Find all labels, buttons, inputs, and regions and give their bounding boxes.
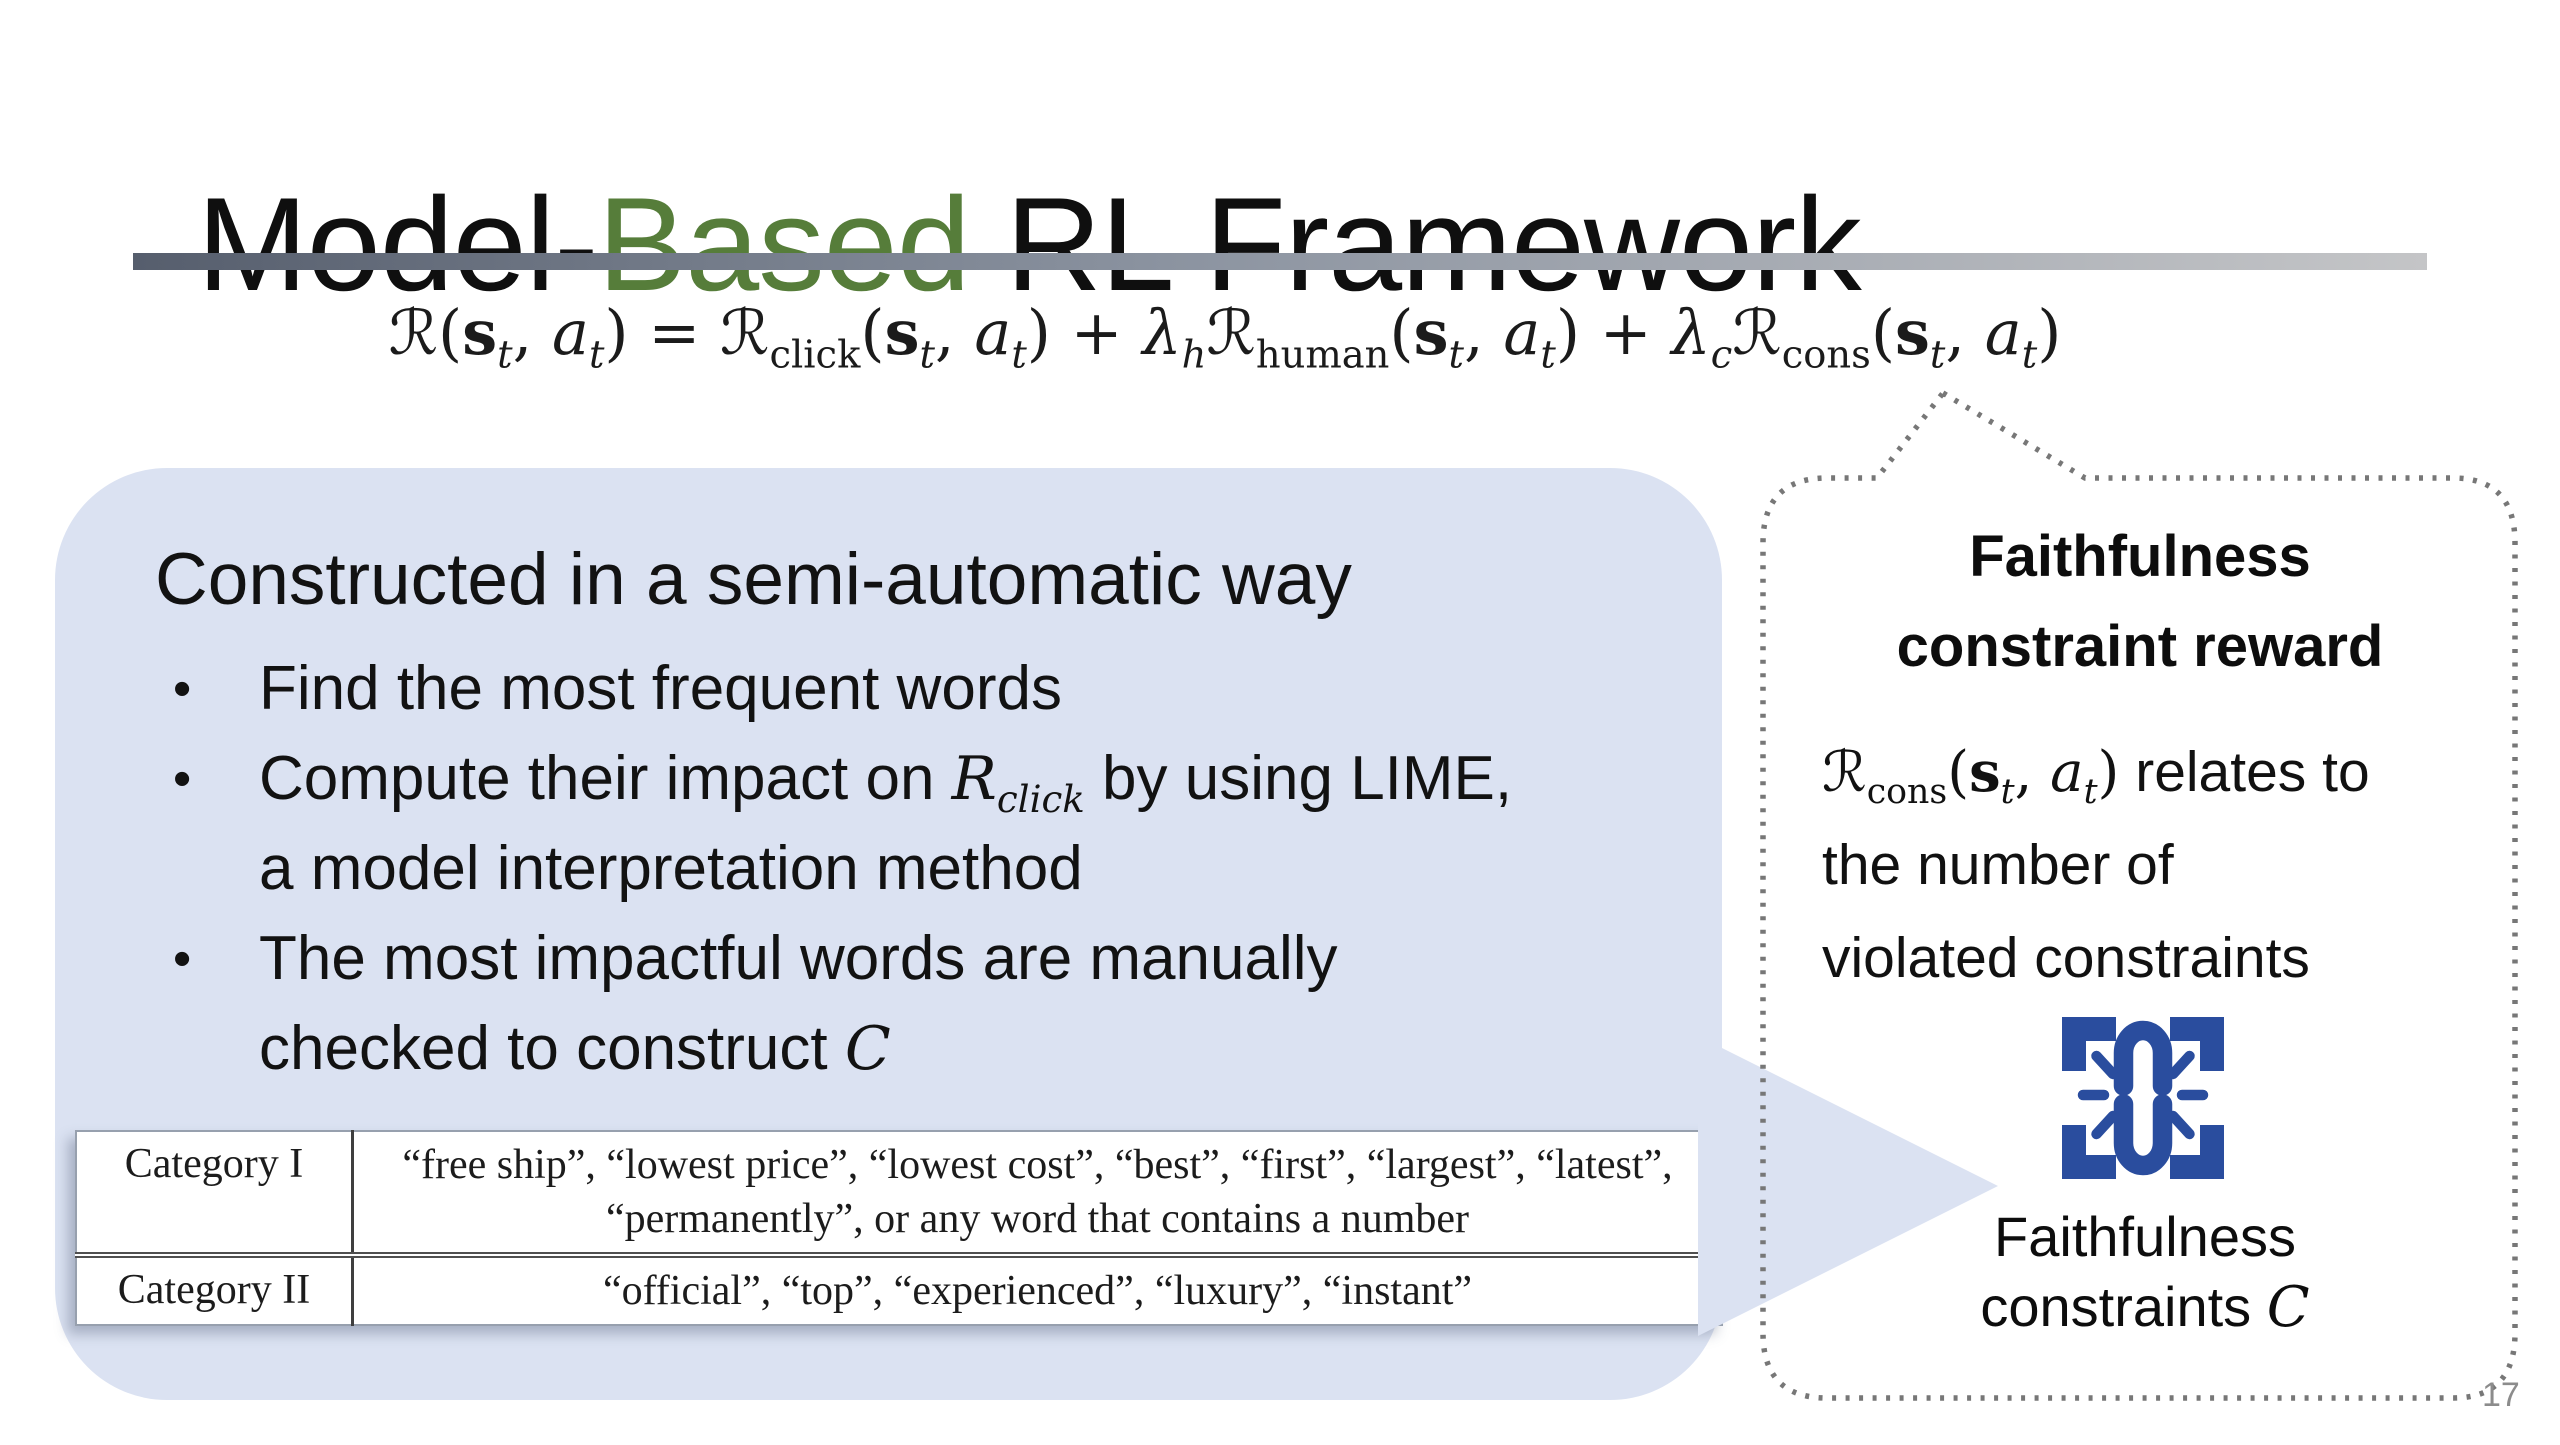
bubble-body-line: violated constraints <box>1822 926 2310 990</box>
list-item: • Compute their impact on Rclick by usin… <box>173 734 1512 914</box>
icon-caption-line: constraints C <box>1980 1275 2310 1340</box>
bullet-icon: • <box>173 930 192 988</box>
table-row: Category II “official”, “top”, “experien… <box>76 1252 1722 1325</box>
bubble-heading: Faithfulness constraint reward <box>1775 512 2505 692</box>
semi-automatic-panel: Constructed in a semi-automatic way • Fi… <box>55 468 1723 1400</box>
bubble-body-line: ℛcons(st, at) relates to <box>1822 739 2370 813</box>
word-categories-table: Category I “free ship”, “lowest price”, … <box>75 1130 1723 1326</box>
bullet-icon: • <box>173 660 192 718</box>
reward-formula: ℛ(st, at) = ℛclick(st, at) + λhℛhuman(st… <box>388 296 2062 378</box>
words-cell: “free ship”, “lowest price”, “lowest cos… <box>402 1142 1673 1242</box>
bubble-body-line: the number of <box>1822 833 2174 897</box>
bubble-heading-line: constraint reward <box>1896 614 2384 679</box>
bullet-text: Compute their impact on Rclick by using … <box>259 744 1513 903</box>
broken-chain-icon <box>2062 1017 2224 1179</box>
icon-caption-line: Faithfulness <box>1994 1205 2296 1268</box>
list-item: • Find the most frequent words <box>173 644 1512 734</box>
page-title: Model-Based RL Framework <box>197 169 1862 321</box>
title-prefix: Model- <box>197 171 599 320</box>
category-cell: Category II <box>76 1252 354 1325</box>
bullet-list: • Find the most frequent words • Compute… <box>173 644 1512 1094</box>
bullet-icon: • <box>173 750 192 808</box>
table-row: Category I “free ship”, “lowest price”, … <box>76 1131 1722 1255</box>
speech-bubble-outline <box>1760 389 2518 1401</box>
category-cell: Category I <box>76 1131 354 1255</box>
page-number: 17 <box>2482 1376 2520 1414</box>
bullet-text: Find the most frequent words <box>259 654 1062 723</box>
title-underline-gradient <box>133 253 2427 270</box>
title-accent: Based <box>597 171 971 320</box>
icon-caption: Faithfulness constraints C <box>1815 1202 2475 1343</box>
words-cell: “official”, “top”, “experienced”, “luxur… <box>352 1252 1722 1325</box>
bubble-body: ℛcons(st, at) relates to the number of v… <box>1822 726 2512 1005</box>
dotted-border <box>1760 389 2518 1401</box>
bubble-heading-line: Faithfulness <box>1969 524 2311 589</box>
panel-heading: Constructed in a semi-automatic way <box>155 539 1352 620</box>
title-suffix: RL Framework <box>969 171 1862 320</box>
